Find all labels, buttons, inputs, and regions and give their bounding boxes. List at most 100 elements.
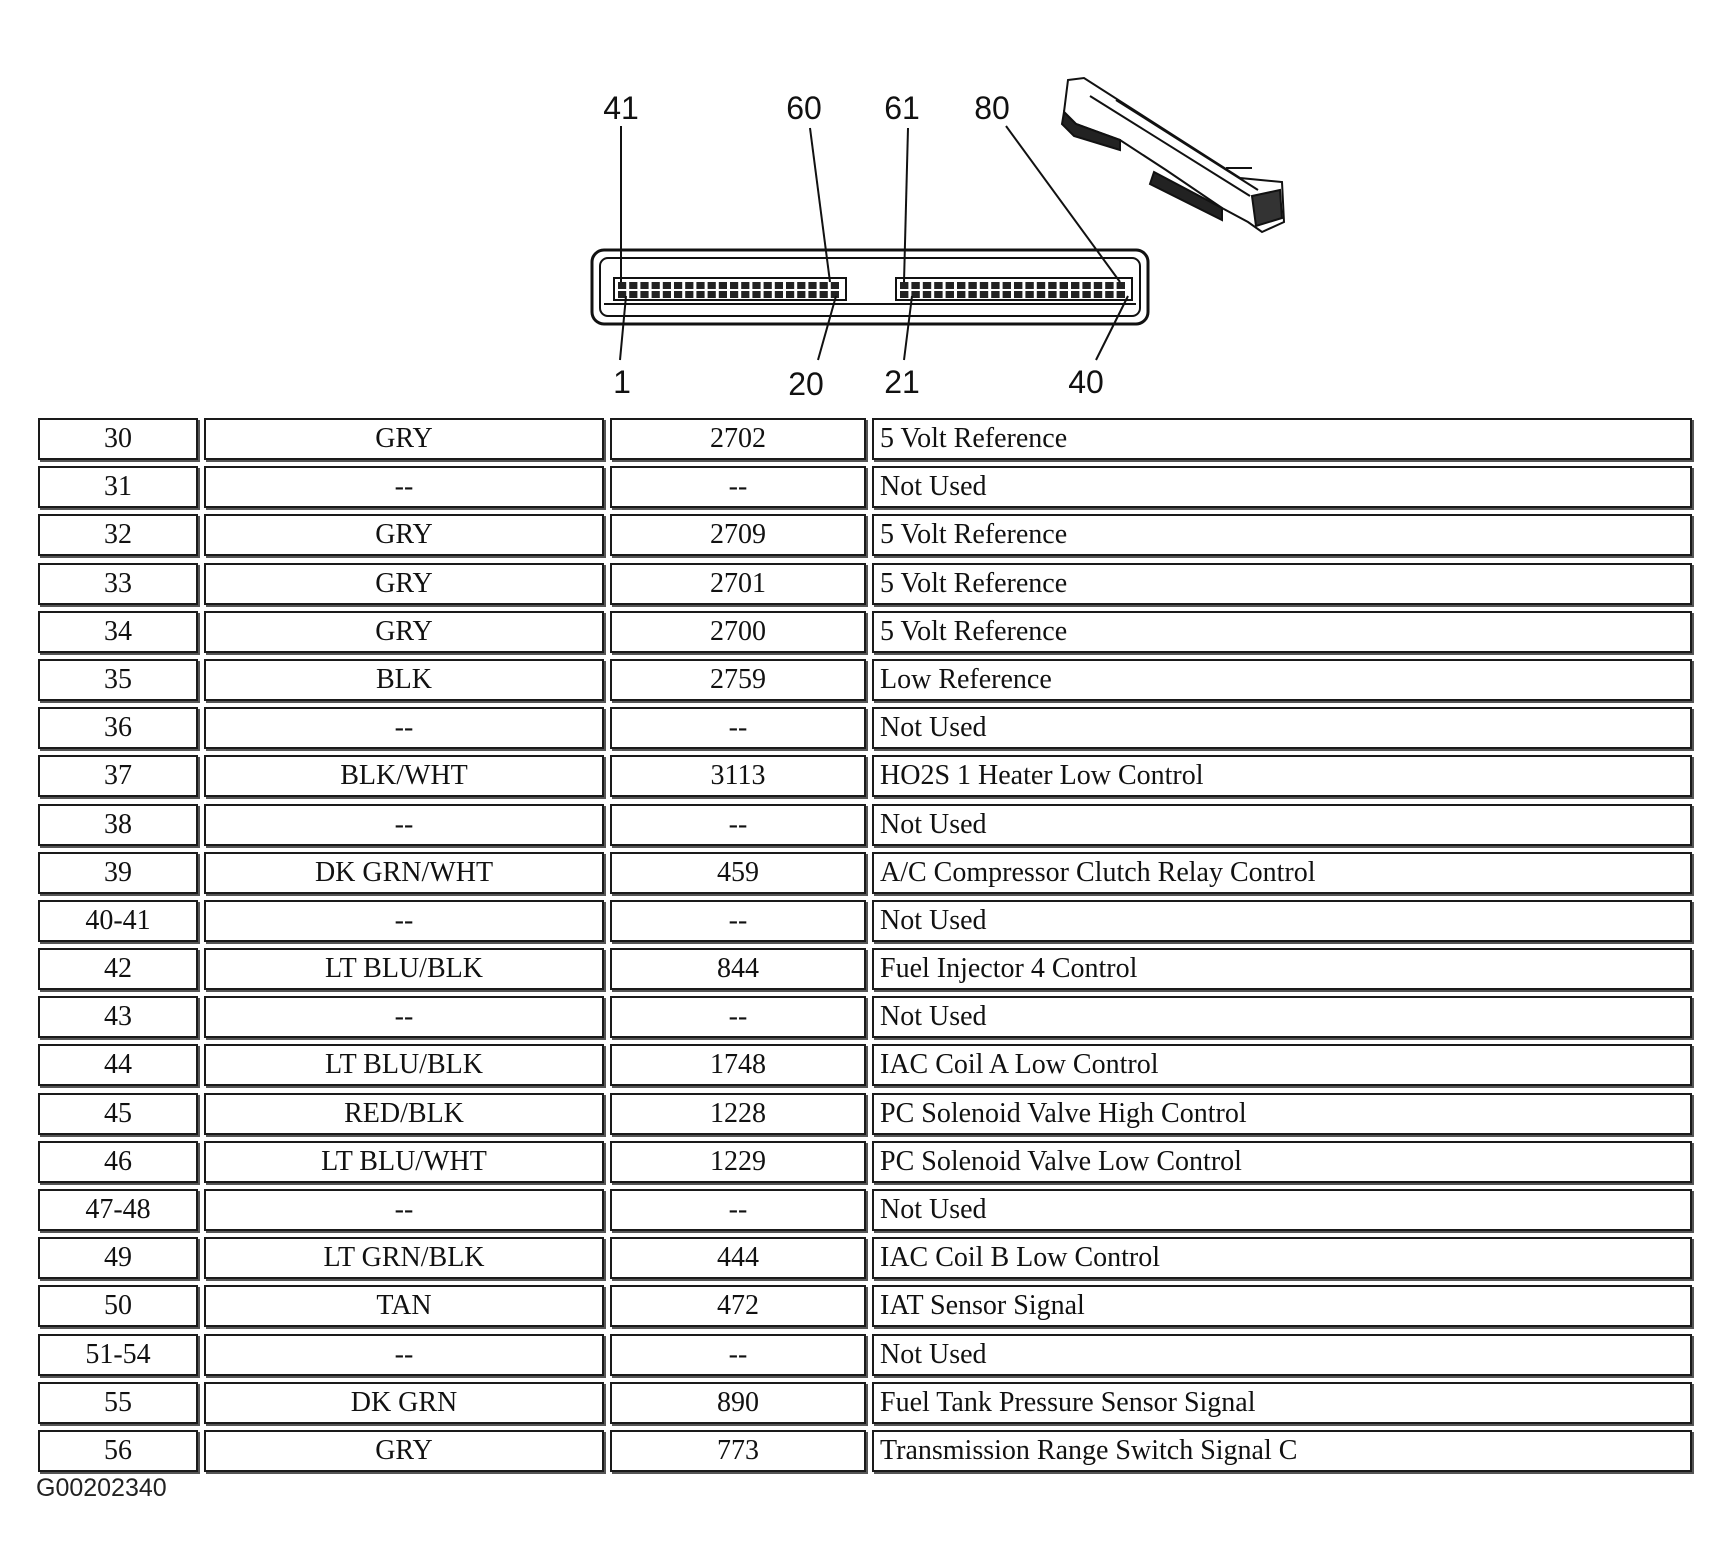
pin-label-60: 60 bbox=[786, 90, 822, 126]
function-cell: 5 Volt Reference bbox=[872, 514, 1692, 557]
table-row: 40-41----Not Used bbox=[38, 899, 1694, 948]
table-row: 43----Not Used bbox=[38, 996, 1694, 1044]
pin-cavity bbox=[819, 282, 828, 289]
pin-cavity bbox=[730, 282, 739, 289]
pin-cavity bbox=[1014, 291, 1023, 298]
pin-cavity bbox=[1105, 291, 1114, 298]
pin-cavity bbox=[640, 282, 649, 289]
function-cell: Not Used bbox=[872, 996, 1692, 1039]
pin-cavity bbox=[1002, 282, 1011, 289]
pin-cavity bbox=[1071, 291, 1080, 298]
pin-cavity bbox=[979, 291, 989, 298]
pin-number-cell: 46 bbox=[38, 1140, 198, 1183]
pin-number-cell: 32 bbox=[38, 514, 198, 557]
connector-face-drawing bbox=[590, 76, 1286, 361]
pin-cavity bbox=[1082, 282, 1091, 289]
pin-cavity bbox=[786, 291, 795, 298]
pin-number-cell: 33 bbox=[38, 562, 198, 605]
pin-cavity bbox=[808, 291, 817, 298]
pin-cavity bbox=[774, 291, 783, 298]
function-cell: A/C Compressor Clutch Relay Control bbox=[872, 851, 1692, 894]
wire-color-cell: GRY bbox=[204, 562, 604, 605]
connector-diagram: 41 60 61 80 1 20 21 40 bbox=[0, 0, 1720, 420]
pin-cavity bbox=[685, 282, 694, 289]
function-cell: IAT Sensor Signal bbox=[872, 1285, 1692, 1328]
leader-line-1 bbox=[619, 295, 627, 361]
wire-color-cell: -- bbox=[204, 996, 604, 1039]
pin-cavity bbox=[662, 282, 671, 289]
pin-cavity bbox=[1059, 291, 1068, 298]
pin-label-40: 40 bbox=[1068, 364, 1104, 400]
pin-label-80: 80 bbox=[974, 90, 1010, 126]
pin-cavity bbox=[1082, 291, 1091, 298]
circuit-number-cell: 2759 bbox=[610, 658, 866, 701]
pin-cavity bbox=[1116, 291, 1125, 298]
leader-line-80 bbox=[1005, 125, 1121, 283]
connector-isometric-icon bbox=[1060, 76, 1286, 234]
pin-cavity bbox=[629, 291, 638, 298]
pin-number-cell: 56 bbox=[38, 1429, 198, 1472]
pin-cavity bbox=[1002, 291, 1011, 298]
pin-cavity bbox=[1014, 282, 1023, 289]
pin-cavity bbox=[830, 282, 839, 289]
pin-cavity bbox=[651, 282, 660, 289]
pin-cavity bbox=[629, 282, 638, 289]
pin-cavity bbox=[922, 291, 932, 298]
circuit-number-cell: 459 bbox=[610, 851, 866, 894]
wire-color-cell: -- bbox=[204, 466, 604, 509]
circuit-number-cell: -- bbox=[610, 996, 866, 1039]
wire-color-cell: LT BLU/BLK bbox=[204, 948, 604, 991]
pin-cavity bbox=[1036, 291, 1046, 298]
function-cell: Fuel Tank Pressure Sensor Signal bbox=[872, 1381, 1692, 1424]
pin-cavity bbox=[945, 282, 954, 289]
function-cell: IAC Coil A Low Control bbox=[872, 1044, 1692, 1087]
pin-cavity bbox=[786, 282, 795, 289]
circuit-number-cell: 1228 bbox=[610, 1092, 866, 1135]
circuit-number-cell: 2701 bbox=[610, 562, 866, 605]
pin-number-cell: 47-48 bbox=[38, 1189, 198, 1231]
pin-cavity bbox=[618, 291, 627, 298]
pin-cavity bbox=[979, 282, 989, 289]
circuit-number-cell: 1229 bbox=[610, 1140, 866, 1183]
wire-color-cell: -- bbox=[204, 899, 604, 942]
wire-color-cell: -- bbox=[204, 1189, 604, 1231]
wire-color-cell: -- bbox=[204, 707, 604, 750]
circuit-number-cell: -- bbox=[610, 707, 866, 750]
pin-cavity bbox=[808, 282, 817, 289]
function-cell: Not Used bbox=[872, 1333, 1692, 1376]
pin-cavity bbox=[1025, 291, 1034, 298]
pin-label-41: 41 bbox=[603, 90, 639, 126]
pin-cavity bbox=[1071, 282, 1080, 289]
pin-cavity bbox=[763, 282, 772, 289]
circuit-number-cell: -- bbox=[610, 803, 866, 846]
function-cell: HO2S 1 Heater Low Control bbox=[872, 755, 1692, 798]
wire-color-cell: RED/BLK bbox=[204, 1092, 604, 1135]
wire-color-cell: BLK/WHT bbox=[204, 755, 604, 798]
pin-cavity bbox=[685, 291, 694, 298]
wire-color-cell: LT BLU/BLK bbox=[204, 1044, 604, 1087]
function-cell: Low Reference bbox=[872, 658, 1692, 701]
pin-number-cell: 30 bbox=[38, 418, 198, 460]
pin-cavity bbox=[662, 291, 671, 298]
pin-number-cell: 37 bbox=[38, 755, 198, 798]
wire-color-cell: GRY bbox=[204, 418, 604, 460]
pin-number-cell: 44 bbox=[38, 1044, 198, 1087]
pin-number-cell: 49 bbox=[38, 1237, 198, 1280]
function-cell: IAC Coil B Low Control bbox=[872, 1237, 1692, 1280]
pin-cavity bbox=[696, 282, 705, 289]
pin-cavity bbox=[945, 291, 954, 298]
pin-number-cell: 39 bbox=[38, 851, 198, 894]
circuit-number-cell: -- bbox=[610, 466, 866, 509]
function-cell: Not Used bbox=[872, 1189, 1692, 1231]
pin-cavity bbox=[1048, 282, 1057, 289]
pin-cavity bbox=[752, 282, 761, 289]
table-row: 47-48----Not Used bbox=[38, 1189, 1694, 1237]
pin-number-cell: 42 bbox=[38, 948, 198, 991]
leader-line-20 bbox=[817, 295, 837, 361]
